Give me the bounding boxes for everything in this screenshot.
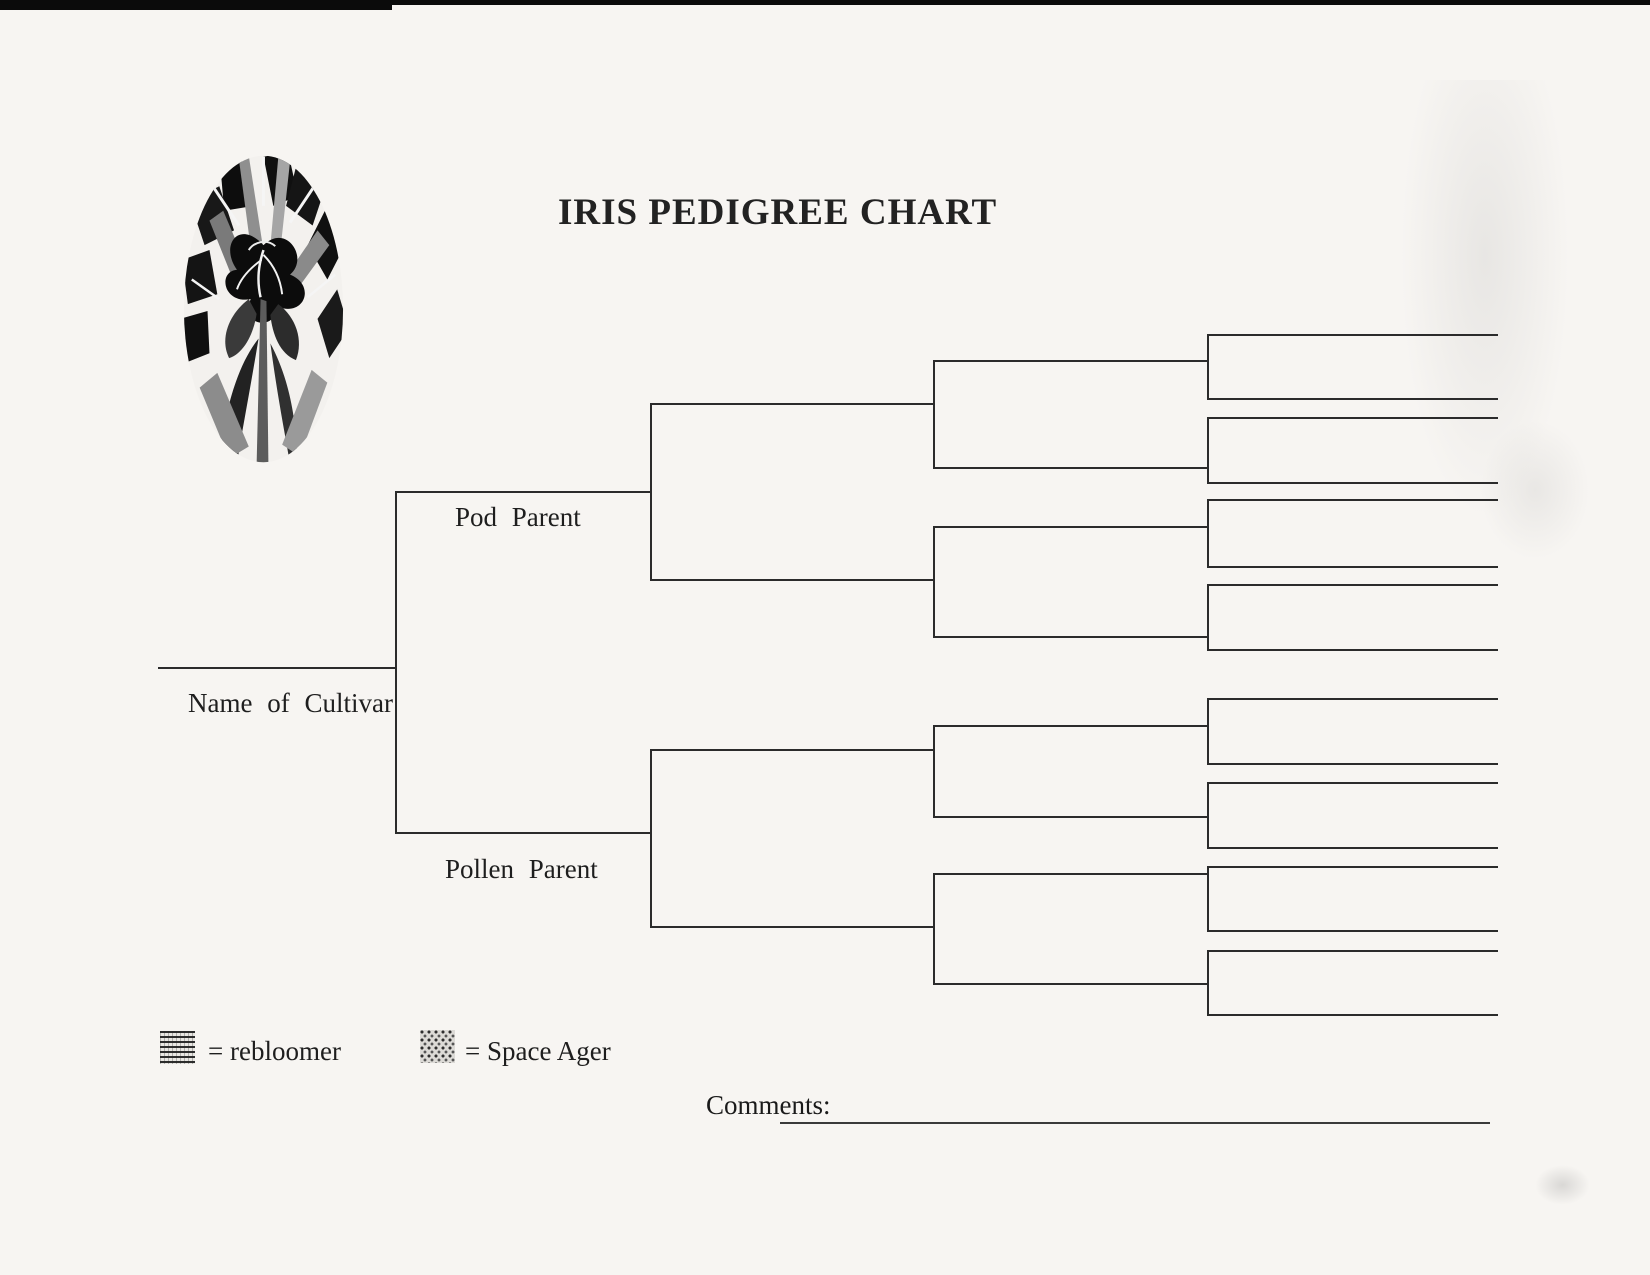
bracket-vertical-cultivar-line-1 xyxy=(395,491,397,834)
pod-parent-line xyxy=(396,491,651,493)
pollen-parent-label: Pollen Parent xyxy=(445,854,598,884)
great-great-grandparent-line-6 xyxy=(1208,566,1498,568)
bracket-vertical-grandparent-line-3 xyxy=(933,725,935,818)
cultivar-label: Name of Cultivar xyxy=(188,688,393,718)
great-great-grandparent-line-9 xyxy=(1208,698,1498,700)
bracket-vertical-great-grandparent-line-1 xyxy=(1207,334,1209,400)
great-great-grandparent-line-16 xyxy=(1208,1014,1498,1016)
grandparent-line-4 xyxy=(651,926,934,928)
great-great-grandparent-line-10 xyxy=(1208,763,1498,765)
bracket-vertical-great-grandparent-line-6 xyxy=(1207,782,1209,849)
bracket-vertical-grandparent-line-1 xyxy=(933,360,935,469)
comments-label: Comments: xyxy=(706,1090,831,1120)
great-great-grandparent-line-7 xyxy=(1208,584,1498,586)
great-great-grandparent-line-12 xyxy=(1208,847,1498,849)
great-grandparent-line-4 xyxy=(934,636,1208,638)
great-grandparent-line-5 xyxy=(934,725,1208,727)
scan-edge-artifact-top xyxy=(0,0,1650,5)
great-great-grandparent-line-1 xyxy=(1208,334,1498,336)
great-great-grandparent-line-8 xyxy=(1208,649,1498,651)
bracket-vertical-great-grandparent-line-3 xyxy=(1207,499,1209,568)
great-great-grandparent-line-15 xyxy=(1208,950,1498,952)
space-ager-legend-label: = Space Ager xyxy=(465,1036,611,1066)
scan-noise-smudge xyxy=(1480,420,1590,560)
rebloomer-hatched-swatch xyxy=(160,1031,195,1064)
cultivar-line xyxy=(158,667,396,669)
bracket-vertical-great-grandparent-line-2 xyxy=(1207,417,1209,484)
comments-blank-line xyxy=(780,1122,1490,1124)
bracket-vertical-great-grandparent-line-7 xyxy=(1207,866,1209,932)
great-grandparent-line-7 xyxy=(934,873,1208,875)
great-grandparent-line-8 xyxy=(934,983,1208,985)
bracket-vertical-parent-line-2 xyxy=(650,749,652,928)
great-great-grandparent-line-5 xyxy=(1208,499,1498,501)
bracket-vertical-grandparent-line-2 xyxy=(933,526,935,638)
great-grandparent-line-1 xyxy=(934,360,1208,362)
bracket-vertical-great-grandparent-line-4 xyxy=(1207,584,1209,651)
space-ager-stippled-swatch xyxy=(420,1030,455,1063)
grandparent-line-1 xyxy=(651,403,934,405)
great-grandparent-line-3 xyxy=(934,526,1208,528)
great-great-grandparent-line-13 xyxy=(1208,866,1498,868)
iris-illustration xyxy=(183,155,344,463)
great-great-grandparent-line-4 xyxy=(1208,482,1498,484)
pollen-parent-line xyxy=(396,832,651,834)
scan-edge-artifact-top-left xyxy=(0,0,392,10)
bracket-vertical-parent-line-1 xyxy=(650,403,652,581)
great-great-grandparent-line-3 xyxy=(1208,417,1498,419)
great-grandparent-line-2 xyxy=(934,467,1208,469)
scan-noise-smudge xyxy=(1400,80,1570,520)
great-great-grandparent-line-2 xyxy=(1208,398,1498,400)
great-grandparent-line-6 xyxy=(934,816,1208,818)
scan-noise-smudge xyxy=(1535,1165,1590,1205)
great-great-grandparent-line-11 xyxy=(1208,782,1498,784)
great-great-grandparent-line-14 xyxy=(1208,930,1498,932)
grandparent-line-2 xyxy=(651,579,934,581)
bracket-vertical-great-grandparent-line-5 xyxy=(1207,698,1209,765)
pod-parent-label: Pod Parent xyxy=(455,502,581,532)
rebloomer-legend-label: = rebloomer xyxy=(208,1036,341,1066)
bracket-vertical-great-grandparent-line-8 xyxy=(1207,950,1209,1016)
grandparent-line-3 xyxy=(651,749,934,751)
page-title: IRIS PEDIGREE CHART xyxy=(558,191,998,233)
bracket-vertical-grandparent-line-4 xyxy=(933,873,935,985)
